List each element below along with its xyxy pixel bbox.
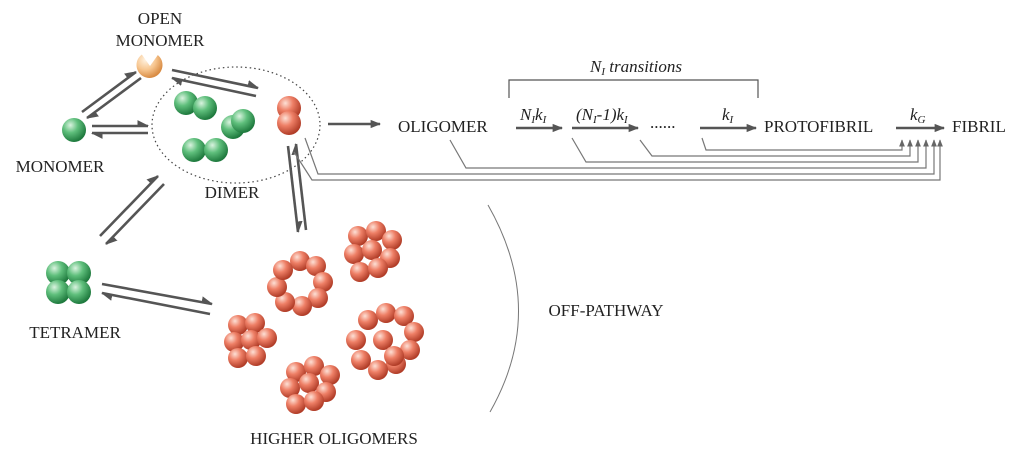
dimer-label: DIMER — [205, 183, 260, 202]
equilibrium-monomer-open — [81, 70, 142, 120]
transition-ellipsis: ...... — [650, 113, 676, 132]
off-pathway-label: OFF-PATHWAY — [549, 301, 664, 320]
equilibrium-tetramer-higher — [100, 282, 214, 316]
oligomer-label: OLIGOMER — [398, 117, 488, 136]
tetramer-icon — [46, 261, 91, 304]
protofibril-label: PROTOFIBRIL — [764, 117, 873, 136]
transitions-bracket — [508, 79, 759, 98]
equilibrium-tetramer-dimer — [99, 175, 165, 245]
tetramer-label: TETRAMER — [29, 323, 121, 342]
rate-label-3: kI — [722, 105, 735, 126]
off-pathway-divider — [487, 204, 519, 413]
higher-oligomer-double-ring — [346, 303, 424, 380]
green-dimer-icon — [174, 91, 217, 120]
open-monomer-icon — [136, 52, 163, 78]
red-dimer-icon — [277, 96, 301, 135]
higher-oligomer-cluster — [344, 221, 402, 282]
green-dimer-icon — [182, 138, 228, 162]
fibril-label: FIBRIL — [952, 117, 1006, 136]
equilibrium-monomer-dimer — [90, 120, 150, 139]
growth-rate-label: kG — [910, 105, 926, 126]
feeder-lines — [293, 137, 943, 181]
equilibrium-open-dimer — [170, 68, 260, 98]
green-dimer-icon — [221, 109, 255, 139]
monomer-icon — [62, 118, 86, 142]
higher-oligomer-ring — [267, 251, 333, 316]
rate-label-2: (NI-1)kI — [576, 105, 629, 126]
open-monomer-label-line1: OPEN — [138, 9, 182, 28]
transitions-bracket-label: NI transitions — [589, 57, 682, 78]
higher-oligomer-stack — [280, 356, 340, 414]
rate-label-1: NIkI — [519, 105, 548, 126]
open-monomer-label-line2: MONOMER — [116, 31, 205, 50]
monomer-label: MONOMER — [16, 157, 105, 176]
higher-oligomers-label: HIGHER OLIGOMERS — [250, 429, 418, 448]
higher-oligomer-block — [224, 313, 277, 368]
dimer-pool-boundary — [151, 66, 321, 184]
